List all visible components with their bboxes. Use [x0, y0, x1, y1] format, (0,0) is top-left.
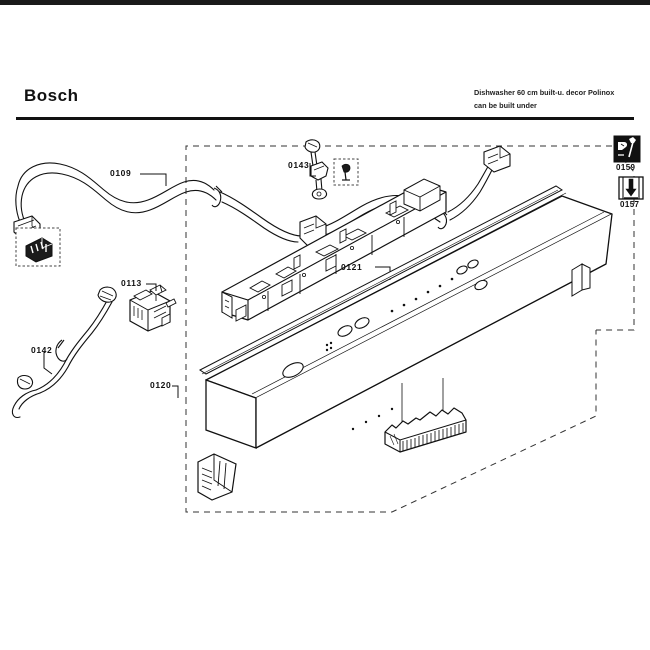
part-0113-connector-block: [129, 284, 177, 332]
model-description-line-2: can be built under: [474, 101, 537, 110]
icon-box-0159[interactable]: [613, 135, 641, 163]
part-label-0120: 0120: [150, 380, 172, 390]
part-label-0113: 0113: [121, 278, 142, 288]
panel-end-cap-ribbed: [197, 453, 237, 501]
leader-0143: [309, 163, 316, 177]
harness-cable-clip-1: [211, 185, 223, 208]
cable-connector-bottom-0142: [16, 375, 34, 390]
model-description-line-1: Dishwasher 60 cm built-u. decor Polinox: [474, 88, 615, 97]
leader-0109: [140, 173, 167, 186]
leader-0120: [172, 385, 179, 398]
icon-box-label-0157: 0157: [620, 200, 640, 209]
dashed-assembly-boundary: [185, 145, 635, 513]
header-divider: [16, 117, 634, 120]
leader-0142: [43, 352, 53, 375]
detail-box-connector-left: [15, 227, 61, 267]
model-description: Dishwasher 60 cm built-u. decor Polinox …: [474, 86, 644, 112]
cable-connector-top-0142: [97, 286, 117, 303]
part-label-0109: 0109: [110, 168, 132, 178]
cable-clip-0142: [55, 339, 68, 362]
harness-connector-right: [483, 145, 511, 173]
part-label-0143: 0143: [288, 160, 310, 170]
leader-0113: [146, 283, 157, 291]
icon-box-0157[interactable]: [618, 176, 644, 200]
decor-trim-strip-upper: [199, 185, 563, 375]
part-0142-cable: [11, 298, 113, 418]
detail-box-clip-right: [333, 158, 359, 186]
part-label-0142: 0142: [31, 345, 53, 355]
part-label-0121: 0121: [341, 262, 363, 272]
icon-box-label-0159: 0159: [616, 163, 636, 172]
top-edge-band: [0, 0, 650, 5]
ribbed-connector-strip: [384, 378, 467, 453]
part-0120-fascia-panel: [197, 192, 613, 501]
brand-logo: Bosch: [24, 86, 79, 105]
part-0121-control-module: [221, 178, 447, 322]
